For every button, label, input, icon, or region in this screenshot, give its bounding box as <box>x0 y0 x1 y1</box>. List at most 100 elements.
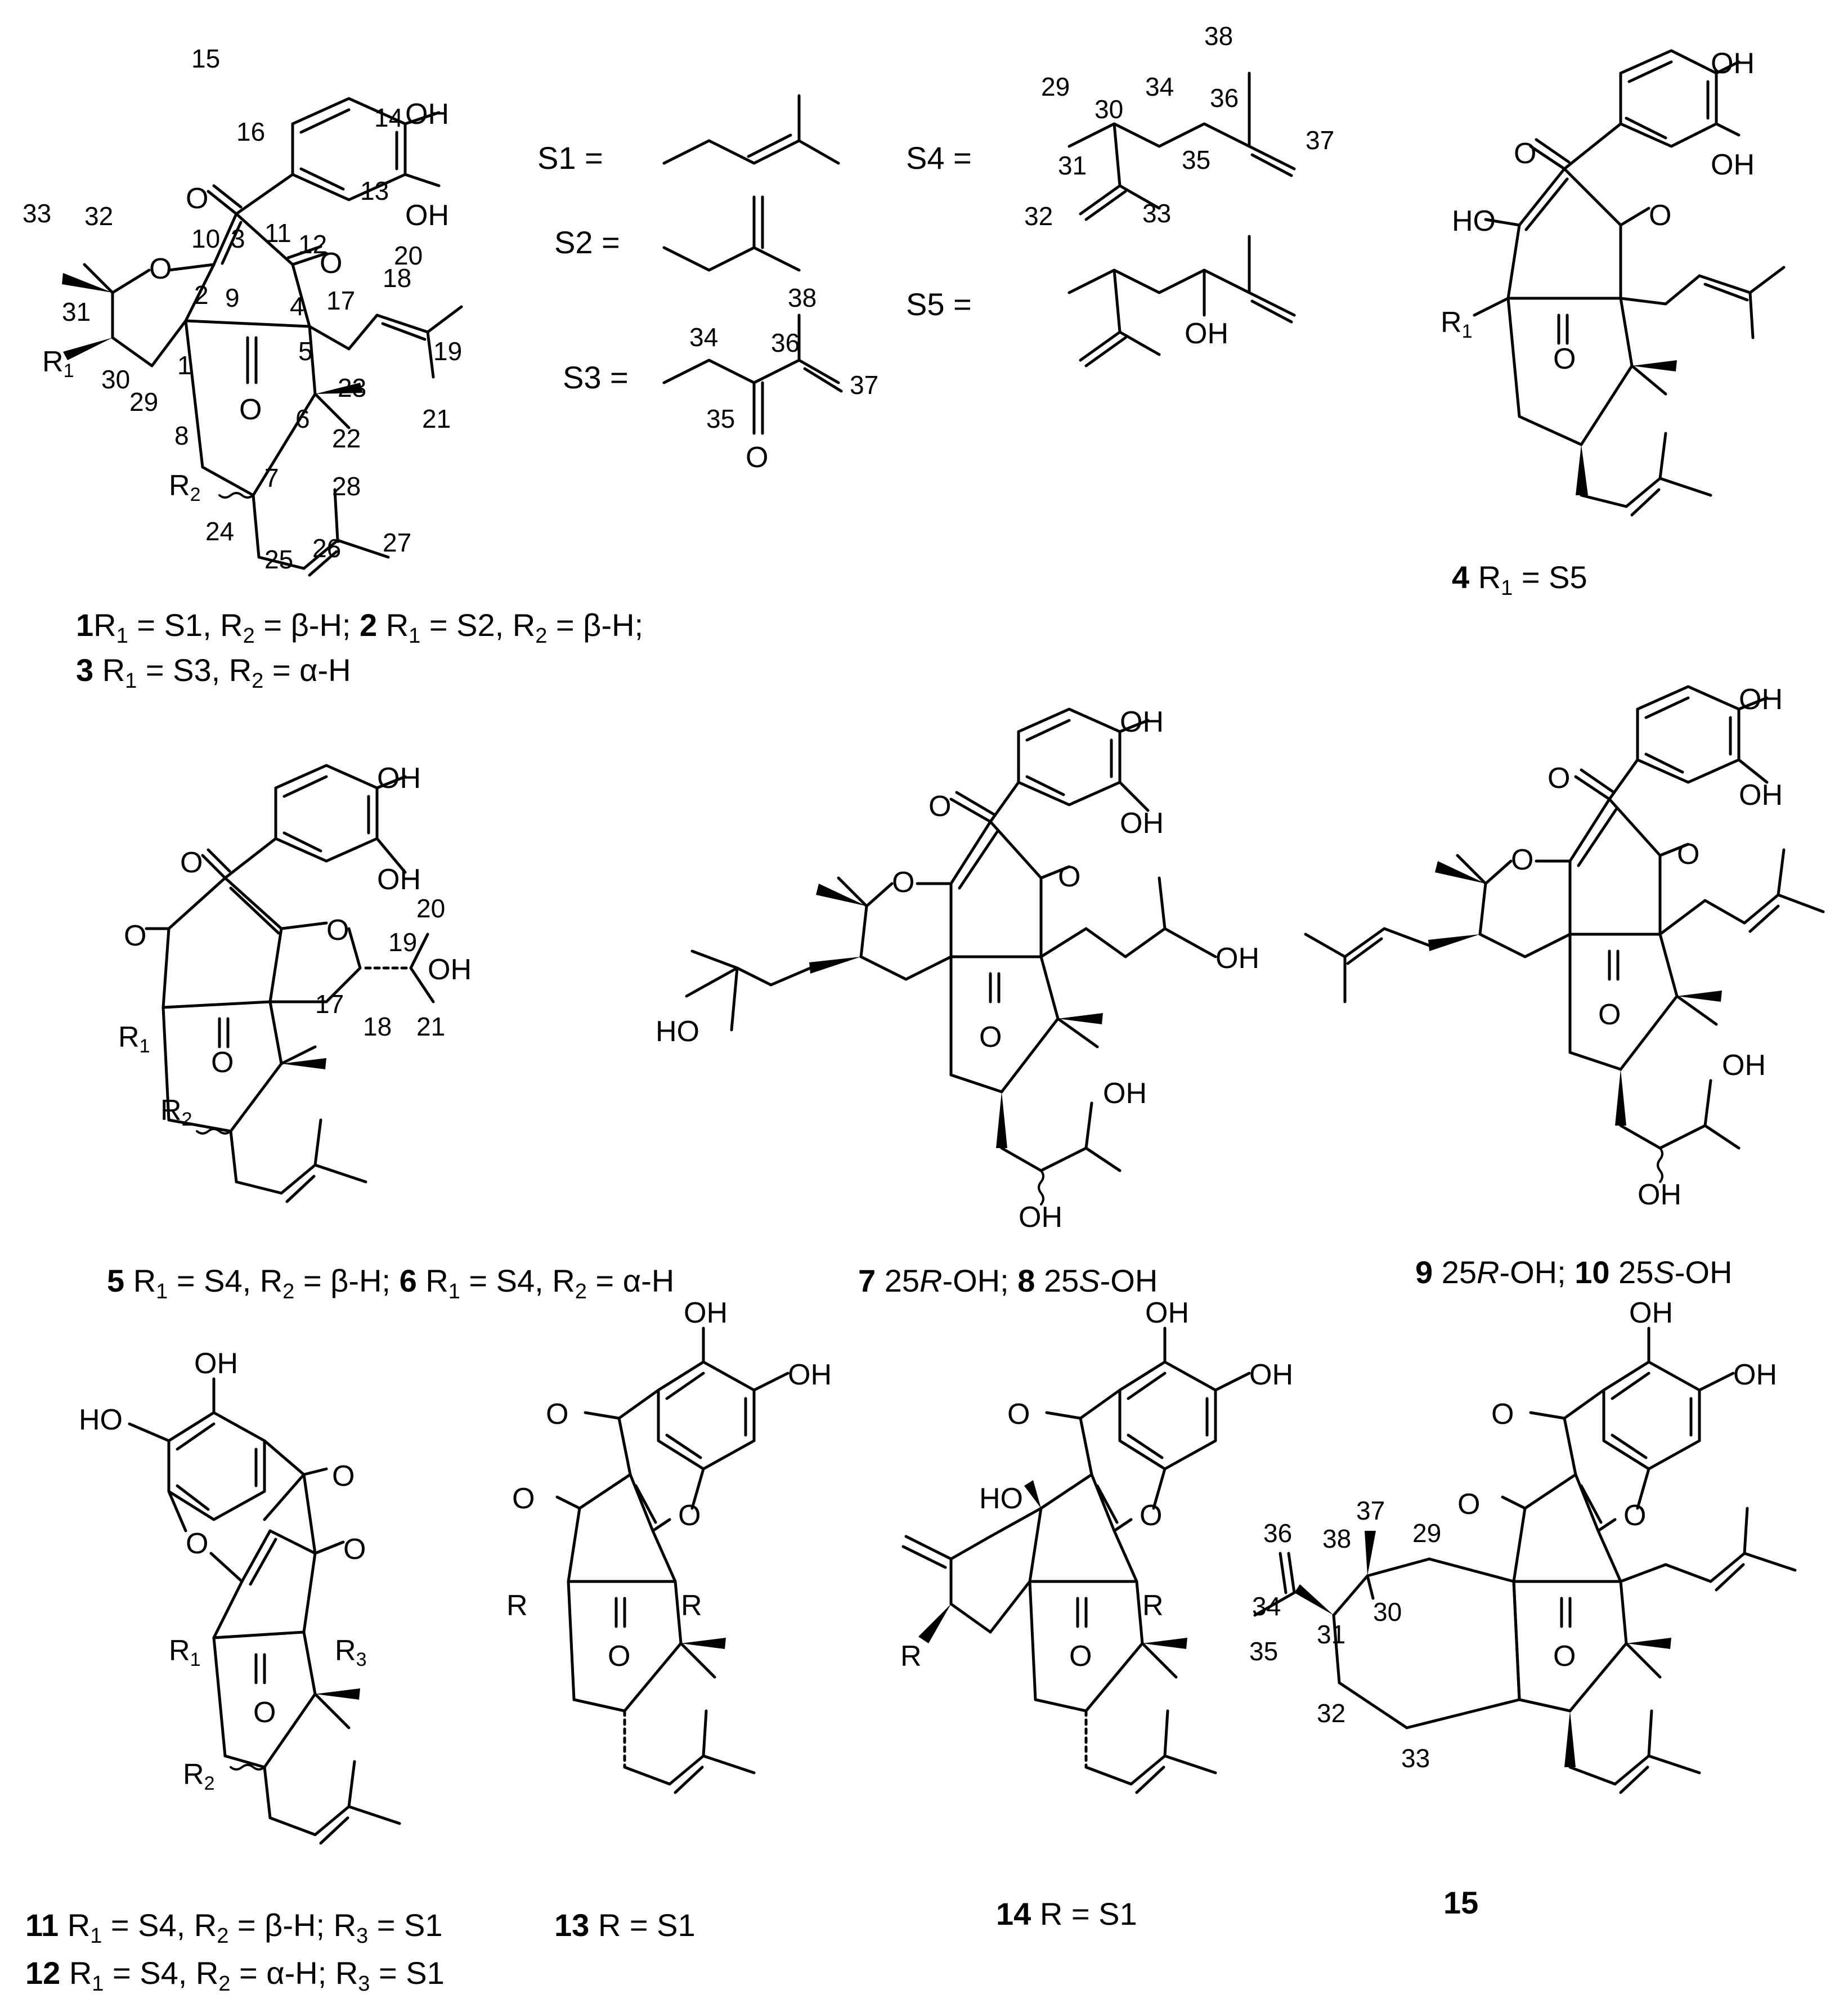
svg-text:OH: OH <box>194 1347 238 1380</box>
caption-compounds-7-8: 7 25R-OH; 8 25S-OH <box>858 1263 1158 1298</box>
substituent-s3: S3 = O 34 35 36 37 38 <box>563 283 878 474</box>
svg-text:36: 36 <box>1263 1518 1292 1548</box>
svg-text:4: 4 <box>290 292 304 321</box>
svg-text:30: 30 <box>101 365 130 394</box>
svg-text:3: 3 <box>231 224 245 253</box>
svg-text:11: 11 <box>264 218 291 248</box>
svg-text:O: O <box>326 914 349 947</box>
svg-text:29: 29 <box>1041 72 1070 101</box>
compound-5-6-structure <box>145 764 435 1203</box>
caption-compounds-5-6: 5 R1 = S4, R2 = β-H; 6 R1 = S4, R2 = α-H <box>107 1263 674 1303</box>
svg-text:35: 35 <box>706 404 735 433</box>
svg-text:30: 30 <box>1095 95 1123 124</box>
svg-text:OH: OH <box>1120 807 1164 840</box>
svg-text:O: O <box>892 866 914 899</box>
svg-text:OH: OH <box>1739 779 1783 812</box>
svg-text:R: R <box>681 1589 702 1622</box>
svg-text:32: 32 <box>84 201 113 231</box>
svg-text:HO: HO <box>79 1404 123 1436</box>
svg-text:17: 17 <box>315 989 344 1019</box>
svg-text:OH: OH <box>684 1297 728 1329</box>
caption-compound-12: 12 R1 = S4, R2 = α-H; R3 = S1 <box>25 1955 445 1996</box>
svg-text:R: R <box>900 1640 922 1673</box>
svg-text:7: 7 <box>264 463 279 492</box>
substituent-s1: S1 = <box>537 94 840 176</box>
svg-text:O: O <box>1598 998 1621 1031</box>
svg-text:32: 32 <box>1317 1699 1345 1728</box>
r2-label: R2 <box>160 1094 192 1130</box>
svg-text:5: 5 <box>298 337 313 366</box>
svg-text:R1: R1 <box>1441 306 1472 342</box>
svg-text:34: 34 <box>1252 1592 1281 1621</box>
s4-label: S4 = <box>906 140 972 176</box>
svg-text:R2: R2 <box>183 1758 214 1794</box>
svg-text:6: 6 <box>295 404 310 433</box>
caption-compound-11: 11 R1 = S4, R2 = β-H; R3 = S1 <box>25 1907 443 1948</box>
svg-text:12: 12 <box>298 230 327 259</box>
o-label: O <box>320 247 342 280</box>
svg-text:O: O <box>343 1533 366 1566</box>
compound-1-3-structure <box>62 97 463 577</box>
oh-label: OH <box>405 98 449 131</box>
svg-text:R: R <box>506 1589 528 1622</box>
svg-text:OH: OH <box>1733 1359 1777 1391</box>
compound-14-structure <box>901 1327 1251 1794</box>
compound-13-labels: OH OH O O O O R R <box>506 1297 832 1673</box>
compound-13-structure <box>555 1327 790 1794</box>
substituent-s5: S5 = OH <box>906 235 1296 368</box>
svg-text:O: O <box>1553 343 1576 375</box>
s1-label: S1 = <box>537 140 603 176</box>
svg-text:29: 29 <box>1412 1518 1441 1548</box>
svg-text:OH: OH <box>1120 706 1164 738</box>
s5-label: S5 = <box>906 286 972 322</box>
compound-15-labels: OH OH O O O O 37 36 38 29 30 34 31 35 32… <box>1249 1297 1777 1773</box>
svg-text:R1: R1 <box>169 1634 200 1670</box>
caption-compounds-1-2: 1R1 = S1, R2 = β-H; 2 R1 = S2, R2 = β-H; <box>76 607 643 648</box>
svg-text:29: 29 <box>129 387 158 416</box>
compound-11-12-labels: OH HO O O O O R1 R3 R2 <box>79 1347 366 1794</box>
svg-text:33: 33 <box>1142 199 1171 228</box>
svg-text:OH: OH <box>788 1359 832 1391</box>
oh-label: OH <box>1185 317 1228 350</box>
svg-text:O: O <box>1623 1499 1646 1532</box>
svg-text:O: O <box>979 1021 1002 1054</box>
compound-11-12-structure <box>128 1377 401 1845</box>
svg-text:O: O <box>1457 1488 1480 1521</box>
svg-text:OH: OH <box>1739 683 1783 716</box>
svg-text:20: 20 <box>416 894 445 923</box>
svg-text:O: O <box>1140 1499 1162 1532</box>
svg-text:20: 20 <box>394 241 423 270</box>
svg-text:26: 26 <box>312 534 341 563</box>
svg-text:O: O <box>1491 1398 1514 1431</box>
svg-text:O: O <box>608 1640 630 1673</box>
caption-compound-15: 15 <box>1443 1885 1478 1920</box>
svg-text:18: 18 <box>383 263 411 293</box>
r2-label: R2 <box>169 469 200 505</box>
caption-compound-13: 13 R = S1 <box>554 1907 696 1943</box>
svg-text:9: 9 <box>225 283 240 312</box>
svg-text:33: 33 <box>1401 1744 1430 1773</box>
svg-text:O: O <box>1514 137 1536 170</box>
svg-text:O: O <box>1069 1640 1092 1673</box>
svg-text:22: 22 <box>332 424 361 453</box>
svg-text:O: O <box>1007 1398 1030 1431</box>
svg-text:37: 37 <box>1356 1496 1385 1525</box>
svg-text:35: 35 <box>1249 1637 1278 1666</box>
svg-text:36: 36 <box>1210 83 1239 113</box>
svg-text:30: 30 <box>1373 1597 1402 1626</box>
r1-label: R1 <box>118 1021 150 1057</box>
svg-text:18: 18 <box>363 1012 392 1041</box>
svg-text:34: 34 <box>689 322 718 352</box>
svg-text:O: O <box>512 1482 535 1515</box>
svg-text:38: 38 <box>1204 21 1233 51</box>
svg-text:17: 17 <box>326 286 355 315</box>
svg-text:14: 14 <box>374 103 403 132</box>
svg-text:OH: OH <box>1711 47 1755 80</box>
svg-text:OH: OH <box>1019 1201 1062 1234</box>
compound-9-10-labels: OH OH O O O O OH OH <box>1511 683 1783 1211</box>
svg-text:35: 35 <box>1182 145 1210 174</box>
svg-text:O: O <box>1511 844 1533 876</box>
compound-1-3-labels: OH OH O O O O R1 R2 15 14 16 13 10 3 11 … <box>23 44 462 574</box>
compound-14-labels: OH OH O O HO O R R <box>900 1297 1293 1673</box>
s2-label: S2 = <box>554 225 620 260</box>
